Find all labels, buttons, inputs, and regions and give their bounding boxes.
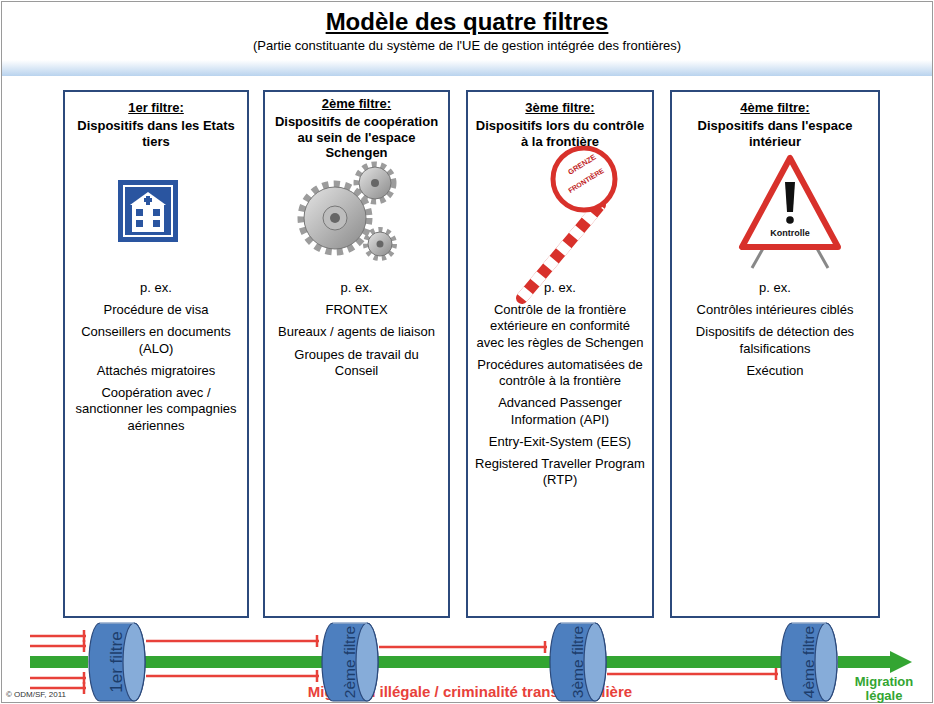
filter-cylinder: 3ème filtre [549,622,607,702]
example-marker: p. ex. [678,280,872,295]
example-item: Registered Traveller Program (RTP) [475,456,645,489]
filter-panel: p. ex. 4ème filtre: Dispositifs dans l'esp… [670,90,880,618]
diagram-title: Modèle des quatre filtres [0,8,934,36]
legal-migration-arrow [30,651,912,673]
example-item: Coopération avec / sanctionner les compa… [72,385,240,434]
item-list: FRONTEX Bureaux / agents de liaisonGroupe… [272,302,441,385]
filter-label: 3ème filtre [569,626,587,698]
panel-number: 1er filtre: [71,100,241,115]
legal-migration-connector [605,662,782,663]
panel-heading: Dispositifs lors du contrôle à la fronti… [474,118,646,149]
flow-label: Migration illégale / criminalité transfr… [250,683,690,700]
example-item: Procédures automatisées de contrôle à la… [475,357,645,390]
legal-migration-connector [144,662,323,663]
example-marker: p. ex. [271,280,442,295]
filter-panel: p. ex. 1er filtre: Dispositifs dans les Et… [63,90,249,618]
example-item: Entry-Exit-System (EES) [475,434,645,450]
example-item: Attachés migratoires [72,363,240,379]
panel-heading: Dispositifs de coopération au sein de l'… [271,114,442,161]
connector-line [144,656,323,668]
panel-header: 1er filtre: Dispositifs dans les Etats ti… [71,100,241,149]
warning-sign-icon [742,158,838,268]
example-item: Contrôles intérieures ciblés [679,302,871,318]
example-item: Advanced Passenger Information (API) [475,395,645,428]
example-item: Exécution [679,363,871,379]
panel-header: 4ème filtre: Dispositifs dans l'espace in… [678,100,872,149]
item-list: Procédure de visaConseillers en document… [72,302,240,440]
example-item: Dispositifs de détection des falsificati… [679,324,871,357]
filter-cylinder: 4ème filtre [780,622,838,702]
example-item: Conseillers en documents (ALO) [72,324,240,357]
example-item: Bureaux / agents de liaison [272,324,441,340]
filter-cylinder: 1er filtre [88,622,146,702]
panel-number: 4ème filtre: [678,100,872,115]
panel-header: 3ème filtre: Dispositifs lors du contrôle… [474,100,646,149]
header-band [2,60,932,76]
connector-line [605,656,782,668]
building-icon [118,180,178,242]
filter-panel: p. ex. 2ème filtre: Dispositifs de coopéra… [263,90,450,618]
legal-migration-connector [377,662,551,663]
filter-panel: p. ex. 3ème filtre: Dispositifs lors du co… [466,90,654,618]
example-item: Procédure de visa [72,302,240,318]
item-list: Contrôle de la frontière extérieure en c… [475,302,645,495]
connector-line [377,656,551,668]
panel-number: 3ème filtre: [474,100,646,115]
filter-label: 1er filtre [107,631,127,692]
filter-label: 4ème filtre [800,626,818,698]
panel-number: 2ème filtre: [271,96,442,111]
example-item: FRONTEX [272,302,441,318]
filter-label: 2ème filtre [341,626,359,698]
example-item: Contrôle de la frontière extérieure en c… [475,302,645,351]
subtitle: (Partie constituante du système de l'UE … [0,38,934,53]
example-item: Groupes de travail du Conseil [272,347,441,380]
panel-header: 2ème filtre: Dispositifs de coopération a… [271,96,442,161]
filter-cylinder: 2ème filtre [321,622,379,702]
item-list: Contrôles intérieures ciblésDispositifs … [679,302,871,385]
sign-text: Kontrolle [760,228,820,238]
example-marker: p. ex. [71,280,241,295]
panel-heading: Dispositifs dans les Etats tiers [71,118,241,149]
panel-heading: Dispositifs dans l'espace intérieur [678,118,872,149]
example-marker: p. ex. [474,280,646,295]
flow-label: Migration légale [842,675,926,702]
gears-icon [302,165,394,258]
